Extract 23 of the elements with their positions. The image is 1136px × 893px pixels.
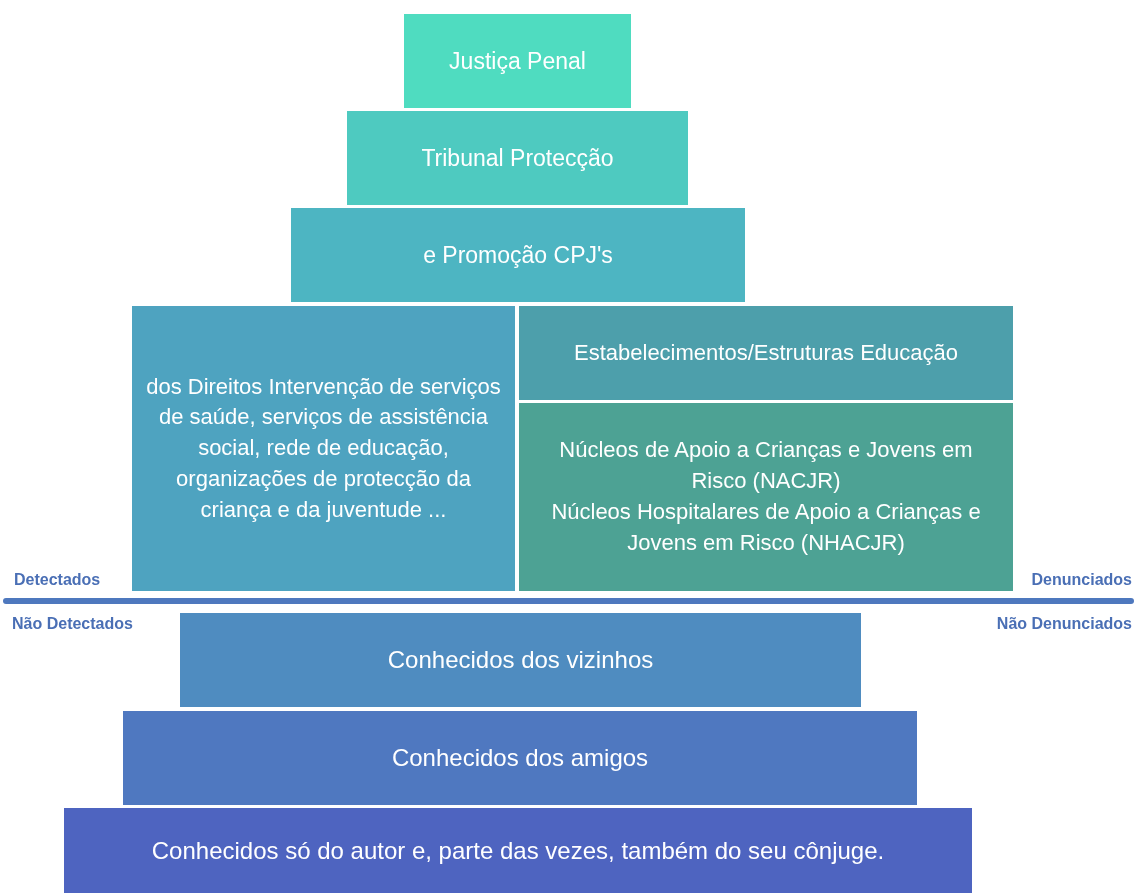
pyramid-block: [519, 403, 1013, 591]
tier-text: Núcleos Hospitalares de Apoio a Crianças e Jovens em Risco (NHACJR): [550, 498, 982, 557]
tier-text: Estabelecimentos/Estruturas Educação: [574, 338, 958, 367]
pyramid-tier: [64, 808, 972, 893]
pyramid-tier: [347, 111, 688, 205]
tier-text: dos Direitos Intervenção de serviços de saúde, serviços de assistência social, rede de educação, organizações de protecção da criança e da juventude ...: [145, 372, 502, 524]
pyramid-tier: [123, 711, 917, 805]
pyramid-block: [132, 306, 515, 591]
tier-text: e Promoção CPJ's: [423, 240, 613, 270]
tier-text: Justiça Penal: [449, 46, 586, 76]
tier-text: Conhecidos só do autor e, parte das vezes, também do seu cônjuge.: [151, 835, 885, 866]
zone-label: Denunciados: [1031, 571, 1132, 589]
tier-text: Núcleos de Apoio a Crianças e Jovens em Risco (NACJR): [558, 436, 974, 496]
zone-label: Detectados: [14, 571, 101, 589]
tier-text: Tribunal Protecção: [421, 143, 614, 173]
tier-text: Conhecidos dos amigos: [391, 743, 649, 774]
pyramid-tier: [180, 613, 861, 707]
tier-text: Conhecidos dos vizinhos: [387, 645, 654, 676]
zone-label: Não Denunciados: [996, 615, 1132, 633]
pyramid-tier: [404, 14, 631, 108]
pyramid-block: [519, 306, 1013, 400]
zone-label: Não Detectados: [12, 615, 133, 633]
pyramid-tier: [291, 208, 745, 302]
